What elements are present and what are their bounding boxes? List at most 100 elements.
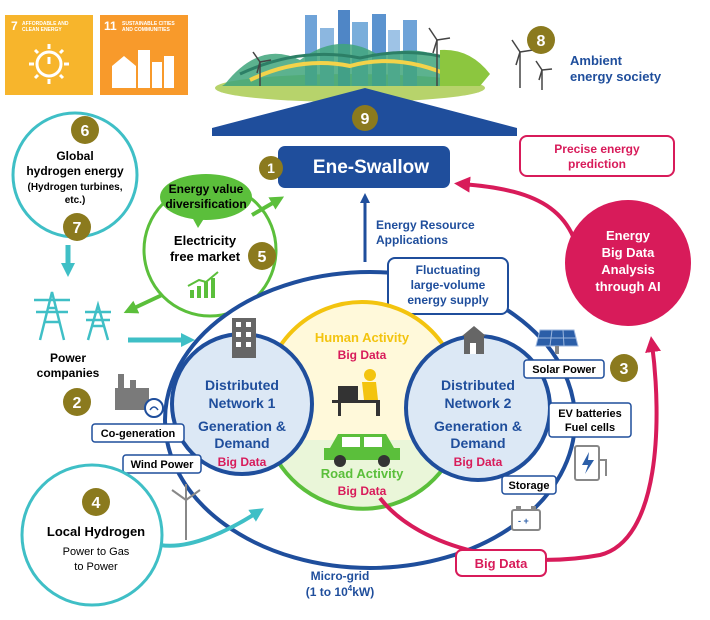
human-activity-line2: Big Data — [338, 348, 387, 362]
road-activity-line1: Road Activity — [321, 466, 404, 481]
dn1-line1: Distributed — [205, 377, 279, 393]
svg-text:6: 6 — [81, 123, 90, 140]
dn2-line1: Distributed — [441, 377, 515, 393]
cogeneration-box — [91, 423, 185, 443]
svg-text:3: 3 — [620, 361, 629, 378]
svg-text:4: 4 — [92, 495, 101, 512]
ai-line1: Energy — [606, 228, 651, 243]
precise-line2: prediction — [568, 157, 626, 171]
wind-turbines-icon — [252, 27, 553, 90]
energy-value-line1: Energy value — [169, 182, 244, 196]
svg-text:2: 2 — [73, 395, 82, 412]
dn1-line4: Demand — [214, 435, 269, 451]
energy-value-bubble: Energy value diversification — [160, 174, 252, 228]
ai-line2: Big Data — [602, 245, 656, 260]
ai-analysis-circle — [565, 200, 691, 326]
storage-box — [501, 475, 557, 495]
sdg-7-tile: 7 AFFORDABLE AND CLEAN ENERGY — [5, 15, 93, 95]
svg-text:1: 1 — [267, 160, 275, 176]
badge-9: 9 — [352, 105, 378, 131]
precise-line1: Precise energy — [554, 142, 640, 156]
local-h2-to-microgrid-arrow — [159, 508, 264, 548]
sdg-7-text1: AFFORDABLE AND — [22, 21, 69, 27]
factory-icon — [115, 374, 164, 418]
fluctuating-line3: energy supply — [407, 293, 489, 307]
transmission-tower-icon — [34, 291, 111, 341]
growth-chart-icon — [187, 271, 219, 298]
badge-6: 6 — [71, 116, 99, 144]
fluctuating-line2: large-volume — [411, 278, 486, 292]
badge-2: 2 — [63, 388, 91, 416]
wind-power-label: Wind Power — [131, 459, 195, 471]
ev-fuel-box — [548, 402, 632, 438]
dn1-line5: Big Data — [218, 455, 267, 469]
road-activity-line2: Big Data — [338, 484, 387, 498]
badge-5: 5 — [248, 242, 276, 270]
market-to-power-arrow — [123, 293, 163, 314]
energy-value-line2: diversification — [165, 197, 246, 211]
building-icon — [232, 318, 256, 358]
svg-text:7: 7 — [73, 220, 82, 237]
ev-charger-icon — [574, 445, 607, 481]
local-h2-line2: Power to Gas — [63, 546, 130, 558]
local-h2-line1: Local Hydrogen — [47, 524, 145, 539]
city-icon — [112, 50, 174, 88]
global-h2-line3: (Hydrogen turbines, — [27, 182, 122, 193]
sdg-11-tile: 11 SUSTAINABLE CITIES AND COMMUNITIES — [100, 15, 188, 95]
global-h2-line2: hydrogen energy — [26, 164, 124, 178]
svg-text:8: 8 — [537, 33, 546, 50]
microgrid-line1: Micro-grid — [311, 569, 370, 583]
sdg-11-number: 11 — [104, 19, 117, 33]
upward-arrow-base — [212, 128, 517, 136]
fluctuating-line1: Fluctuating — [416, 263, 481, 277]
sdg-11-text1: SUSTAINABLE CITIES — [122, 21, 175, 27]
ene-swallow-box — [278, 146, 450, 188]
free-market-line2: free market — [170, 249, 241, 264]
solar-panel-icon — [535, 329, 579, 354]
ev-batteries-label: EV batteries — [558, 408, 622, 420]
resource-apps-line2: Applications — [376, 233, 448, 247]
wind-turbine-icon — [171, 484, 201, 540]
global-h2-line1: Global — [56, 149, 93, 163]
badge-7: 7 — [63, 213, 91, 241]
badge-3: 3 — [610, 354, 638, 382]
badge-4: 4 — [82, 488, 110, 516]
human-activity-line1: Human Activity — [315, 330, 410, 345]
resource-apps-line1: Energy Resource — [376, 218, 475, 232]
badge-1: 1 — [259, 156, 283, 180]
city-skyline-illustration — [215, 10, 553, 102]
ambient-label-line1: Ambient — [570, 53, 623, 68]
microgrid-line2: (1 to 104kW) — [306, 584, 374, 599]
bigdata-loop-arrow — [378, 336, 661, 562]
sdg-7-number: 7 — [11, 19, 18, 33]
bigdata-box — [455, 549, 547, 577]
badge-8: 8 — [527, 26, 555, 54]
ai-line4: through AI — [595, 279, 660, 294]
local-hydrogen-circle — [20, 463, 164, 607]
dn2-line5: Big Data — [454, 455, 503, 469]
fuel-cells-label: Fuel cells — [565, 422, 615, 434]
power-companies-line2: companies — [37, 366, 100, 380]
dn2-line3: Generation & — [434, 418, 522, 434]
sdg-11-text2: AND COMMUNITIES — [122, 27, 170, 33]
sun-power-icon — [29, 44, 69, 84]
dn1-line2: Network 1 — [209, 395, 276, 411]
person-at-desk-icon — [332, 369, 380, 416]
precise-prediction-box — [519, 135, 675, 177]
wind-power-box — [122, 454, 202, 474]
free-market-line1: Electricity — [174, 233, 237, 248]
cogeneration-label: Co-generation — [101, 428, 176, 440]
storage-label: Storage — [509, 480, 550, 492]
sdg-7-text2: CLEAN ENERGY — [22, 27, 62, 33]
local-h2-line3: to Power — [74, 561, 118, 573]
svg-text:9: 9 — [361, 111, 370, 128]
svg-text:5: 5 — [258, 249, 267, 266]
solar-power-label: Solar Power — [532, 364, 596, 376]
global-h2-line4: etc.) — [65, 195, 86, 206]
battery-icon: - + — [511, 506, 541, 531]
ene-swallow-label: Ene-Swallow — [313, 157, 429, 178]
dn1-line3: Generation & — [198, 418, 286, 434]
solar-power-box — [523, 359, 605, 379]
